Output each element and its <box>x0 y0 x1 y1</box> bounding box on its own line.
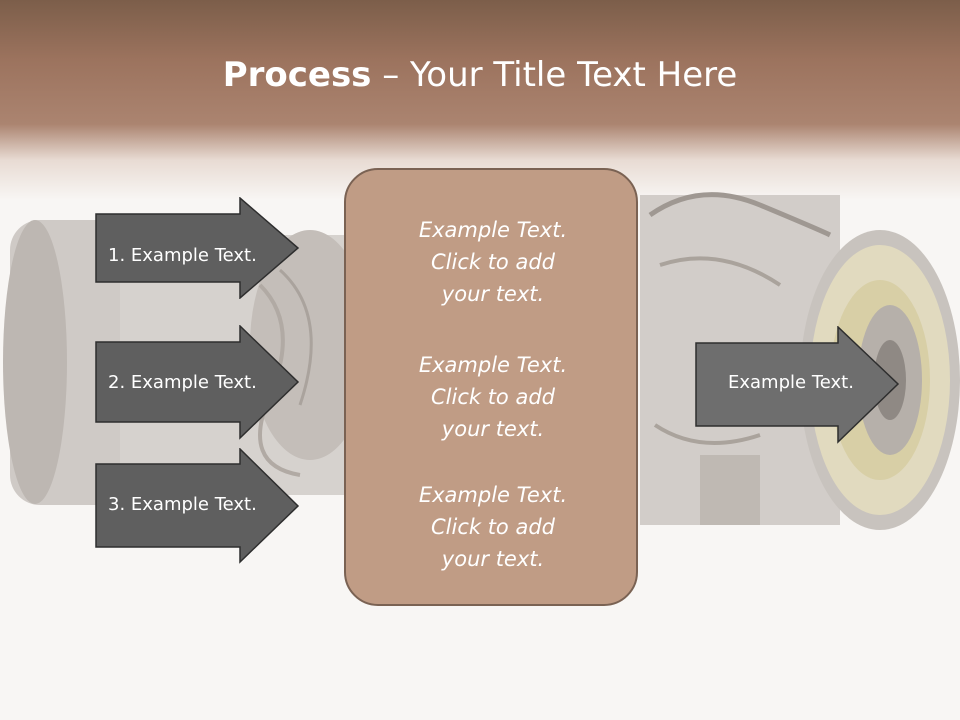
input-arrow-label: 3. Example Text. <box>108 494 257 515</box>
header-band <box>0 0 960 200</box>
arrow-shape <box>95 197 300 299</box>
process-text-block-2[interactable]: Example Text. Click to add your text. <box>418 353 568 441</box>
arrow-shape <box>695 326 900 444</box>
process-box[interactable]: Example Text. Click to add your text. Ex… <box>344 168 638 606</box>
output-arrow[interactable]: Example Text. <box>695 326 900 444</box>
output-arrow-label: Example Text. <box>728 372 854 393</box>
arrow-shape <box>95 448 300 564</box>
process-text-block-1[interactable]: Example Text. Click to add your text. <box>418 218 568 306</box>
process-text-block-3[interactable]: Example Text. Click to add your text. <box>418 483 568 571</box>
jet-engine-image <box>3 192 960 530</box>
input-arrow-3[interactable]: 3. Example Text. <box>95 448 300 564</box>
arrow-shape <box>95 325 300 440</box>
input-arrow-1[interactable]: 1. Example Text. <box>95 197 300 299</box>
title-rest: – Your Title Text Here <box>371 55 738 95</box>
input-arrow-label: 2. Example Text. <box>108 372 257 393</box>
input-arrow-2[interactable]: 2. Example Text. <box>95 325 300 440</box>
input-arrow-label: 1. Example Text. <box>108 245 257 266</box>
slide-title[interactable]: Process – Your Title Text Here <box>0 52 960 98</box>
title-bold: Process <box>222 55 372 95</box>
